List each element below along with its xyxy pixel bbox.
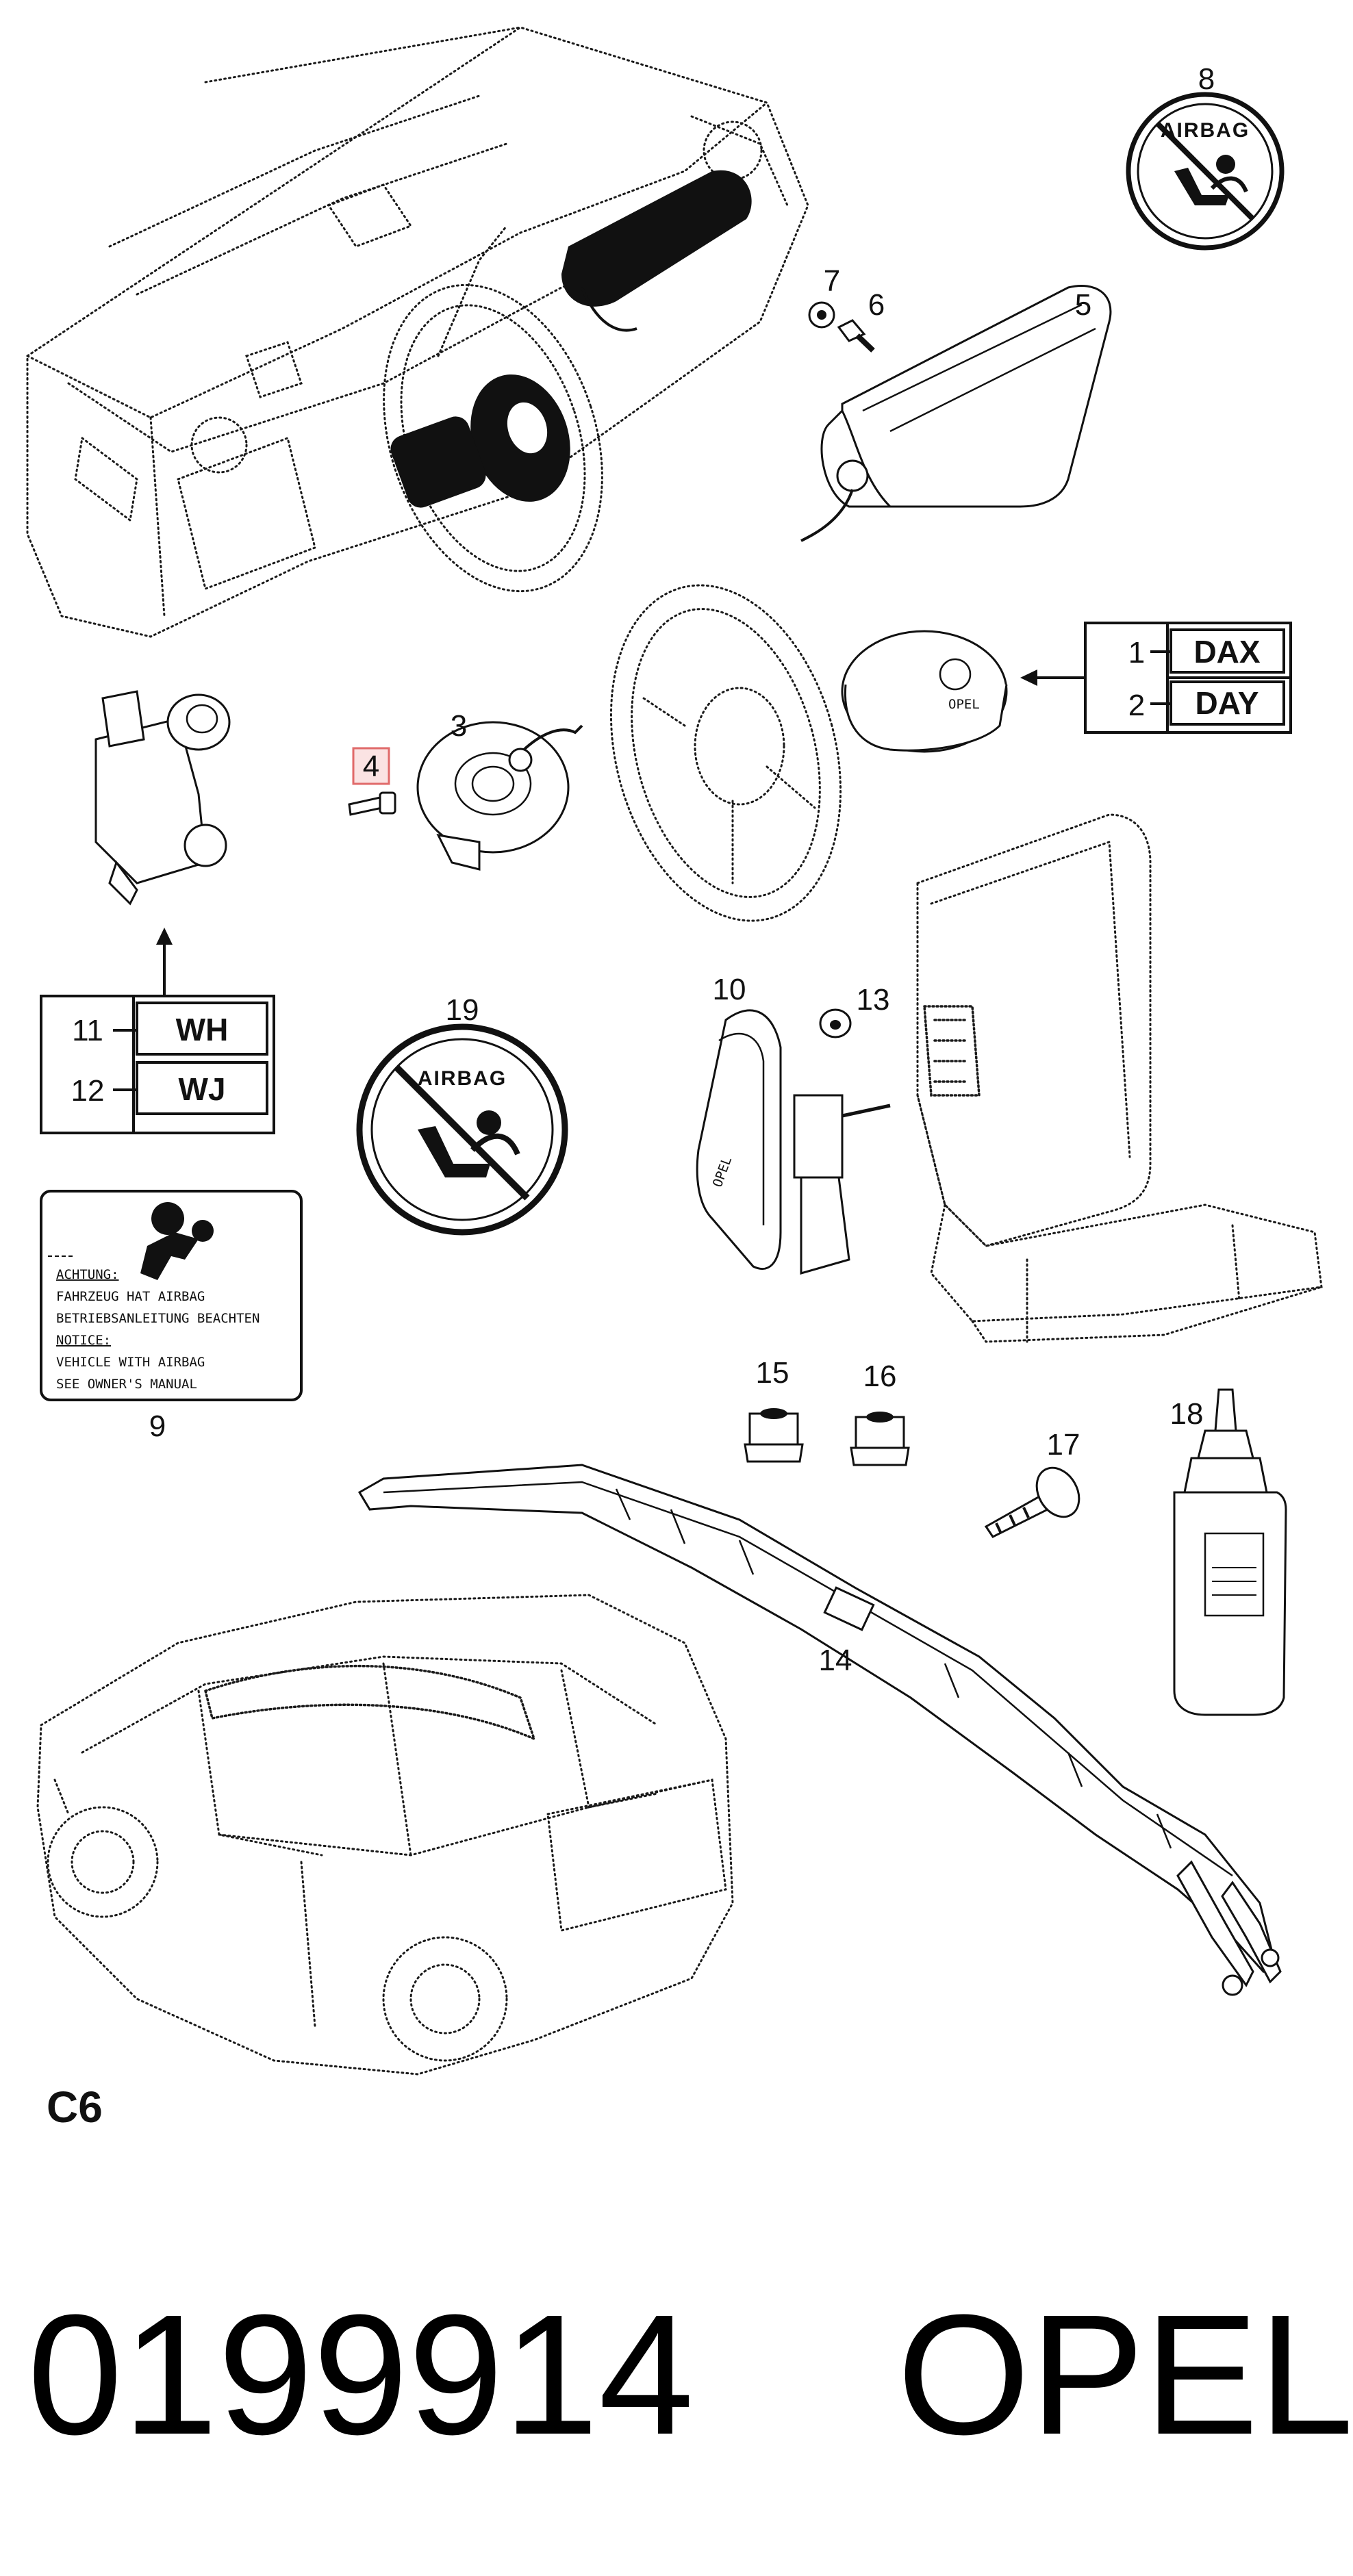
code-wj: WJ	[179, 1071, 226, 1107]
label-line-4: NOTICE:	[56, 1333, 111, 1348]
clock-spring-3	[416, 721, 583, 871]
callout-3: 3	[451, 709, 467, 743]
callout-14: 14	[819, 1644, 852, 1677]
code-wh: WH	[176, 1012, 229, 1047]
screw-17	[984, 1466, 1080, 1538]
nut-16	[850, 1412, 910, 1466]
nut-7	[808, 301, 835, 329]
label-line-5: VEHICLE WITH AIRBAG	[56, 1355, 205, 1370]
car-illustration	[36, 1594, 734, 2076]
callout-5: 5	[1075, 288, 1091, 322]
passenger-airbag-module	[800, 284, 1112, 542]
svg-text:OPEL: OPEL	[948, 697, 980, 712]
callout-17: 17	[1047, 1428, 1080, 1462]
callout-18: 18	[1170, 1397, 1204, 1431]
callout-12: 12	[71, 1074, 105, 1108]
brand-name: OPEL	[897, 2279, 1353, 2470]
label-line-1: ACHTUNG:	[56, 1267, 119, 1282]
code-day: DAY	[1196, 685, 1259, 721]
airbag-sensor	[94, 690, 231, 906]
callout-4: 4	[363, 750, 379, 783]
callout-1: 1	[1128, 636, 1145, 669]
seat-illustration	[916, 813, 1323, 1343]
callout-7: 7	[824, 264, 840, 298]
airbag-seal-large: AIRBAG	[356, 1023, 568, 1236]
dashboard-illustration	[26, 26, 809, 638]
nut-13	[819, 1008, 852, 1038]
adhesive-bottle-18	[1173, 1388, 1287, 1716]
callout-10: 10	[713, 973, 746, 1006]
highlight-box-4	[352, 747, 390, 785]
label-line-3: BETRIEBSANLEITUNG BEACHTEN	[56, 1311, 260, 1326]
label-line-6: SEE OWNER'S MANUAL	[56, 1377, 197, 1392]
airbag-seal-small: AIRBAG	[1126, 92, 1285, 251]
callout-19: 19	[446, 993, 479, 1027]
callout-16: 16	[863, 1360, 897, 1393]
seal-text-large: AIRBAG	[418, 1067, 507, 1090]
screw-4	[348, 791, 396, 816]
callout-13: 13	[857, 983, 890, 1017]
driver-airbag-module: OPEL	[841, 630, 1008, 753]
nut-15	[744, 1408, 804, 1463]
callout-8: 8	[1198, 62, 1215, 96]
callout-9: 9	[149, 1410, 166, 1443]
part-number: 0199914	[27, 2279, 694, 2470]
callout-15: 15	[756, 1356, 789, 1390]
curtain-airbag-14	[357, 1464, 1282, 1996]
callout-11: 11	[72, 1014, 103, 1047]
bolt-6	[837, 319, 875, 353]
steering-wheel	[609, 584, 842, 922]
label-line-2: FAHRZEUG HAT AIRBAG	[56, 1289, 205, 1304]
warning-label: ACHTUNG: FAHRZEUG HAT AIRBAG BETRIEBSANL…	[40, 1190, 303, 1401]
callout-2: 2	[1128, 689, 1145, 722]
callout-6: 6	[868, 288, 885, 322]
section-code: C6	[47, 2082, 103, 2132]
code-dax: DAX	[1193, 634, 1260, 669]
side-airbag-module: OPEL	[696, 1009, 891, 1275]
